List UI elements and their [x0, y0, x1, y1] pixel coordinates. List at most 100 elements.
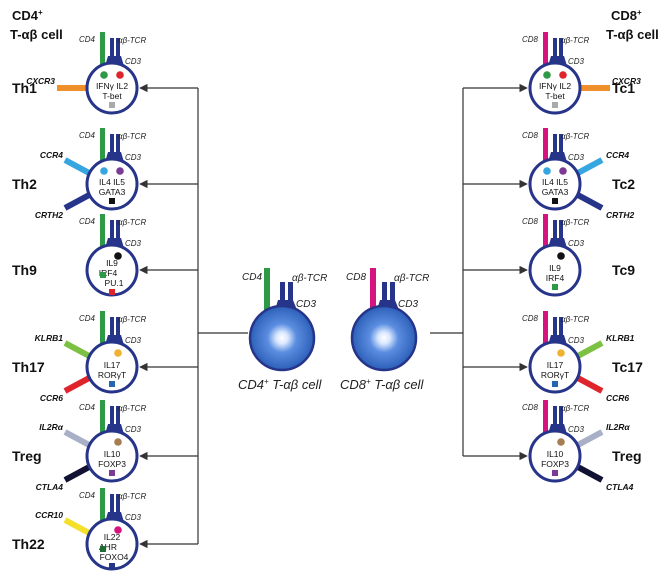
transcription-label: RORγT	[541, 370, 569, 380]
cell-body	[528, 243, 582, 297]
cd3-label: CD3	[125, 513, 142, 522]
cd3-label: CD3	[568, 425, 585, 434]
cytokine-dot	[114, 438, 122, 446]
tf-square	[552, 381, 558, 387]
center-cd4-caption: CD4+ T-αβ cell	[238, 377, 322, 392]
cd3-label: CD3	[125, 57, 142, 66]
transcription-label: IL17	[547, 360, 564, 370]
cytokine-dot	[543, 71, 551, 79]
transcription-label: FOXP3	[98, 459, 126, 469]
tf-square	[109, 198, 115, 204]
cxcr3-label: CXCR3	[612, 76, 641, 86]
transcription-label: IL9	[549, 263, 561, 273]
transcription-label: T-bet	[102, 91, 122, 101]
cytokine-dot	[116, 167, 124, 175]
cell-body	[528, 340, 582, 394]
cytokine-dot	[100, 167, 108, 175]
il2rα-marker-bar	[63, 429, 93, 449]
transcription-label: IL10	[104, 449, 121, 459]
subset-name: Tc9	[612, 262, 635, 278]
subset-name: Tc17	[612, 359, 643, 375]
left-header-sup: +	[38, 8, 43, 17]
cd3-label: CD3	[568, 57, 585, 66]
cd8-label: CD8	[522, 131, 539, 140]
subset-name: Th9	[12, 262, 37, 278]
cell-body	[85, 157, 139, 211]
tf-square	[552, 284, 558, 290]
center-cd4-tcr-label: αβ-TCR	[292, 273, 327, 284]
cell-body	[85, 340, 139, 394]
tf-square	[100, 546, 106, 552]
transcription-label: PU.1	[105, 278, 124, 288]
subset-name: Th22	[12, 536, 45, 552]
cell-body	[528, 429, 582, 483]
transcription-label: GATA3	[99, 187, 126, 197]
center-cd4-cell: CD4 αβ-TCR CD3 CD4+ T-αβ cell	[238, 268, 327, 392]
cd8-label: CD8	[522, 217, 539, 226]
tf-square	[552, 102, 558, 108]
cd4-label: CD4	[79, 35, 96, 44]
ccr4-label: CCR4	[40, 150, 63, 160]
svg-text:CD4+: CD4+	[12, 8, 43, 23]
cytokine-dot	[559, 167, 567, 175]
cytokine-dot	[557, 438, 565, 446]
cd4-bar	[100, 32, 105, 72]
transcription-label: IFNγ IL2	[539, 81, 571, 91]
center-cd8-bar	[370, 268, 376, 312]
tcr-label: αβ-TCR	[118, 132, 146, 141]
center-cd8-cell: CD8 αβ-TCR CD3 CD8+ T-αβ cell	[340, 268, 429, 392]
cd3-label: CD3	[568, 336, 585, 345]
center-cd8-caption: CD8+ T-αβ cell	[340, 377, 424, 392]
right-header-sup: +	[637, 8, 642, 17]
crth2-label: CRTH2	[606, 210, 634, 220]
right-header: CD8+ T-αβ cell	[606, 8, 659, 42]
il2r-label: IL2Rα	[39, 422, 63, 432]
center-cd4-cd3-label: CD3	[296, 299, 316, 310]
ctla4-marker-bar	[574, 463, 604, 483]
cell-body	[85, 61, 139, 115]
cd4-label: CD4	[79, 217, 96, 226]
il2r-label: IL2Rα	[606, 422, 630, 432]
crth2-marker-bar	[63, 191, 93, 211]
subset-name: Tc2	[612, 176, 635, 192]
ccr6-marker-bar	[63, 374, 93, 394]
svg-text:CD8+: CD8+	[611, 8, 642, 23]
tcr-label: αβ-TCR	[561, 132, 589, 141]
left-header: CD4+ T-αβ cell	[10, 8, 63, 42]
tcr-label: αβ-TCR	[118, 492, 146, 501]
connector-lines	[139, 83, 528, 549]
subset-name: Treg	[612, 448, 642, 464]
cd3-label: CD3	[125, 153, 142, 162]
cd8-bar	[543, 128, 548, 168]
subset-name: Th17	[12, 359, 45, 375]
ccr4-marker-bar	[574, 157, 604, 177]
cytokine-dot	[114, 526, 122, 534]
left-header-cd4: CD4	[12, 8, 39, 23]
cytokine-dot	[114, 252, 122, 260]
tf-square	[109, 563, 115, 569]
center-cd8-body	[350, 304, 418, 372]
cell-body	[528, 61, 582, 115]
ccr4-marker-bar	[63, 157, 93, 177]
cd4-bar	[100, 311, 105, 351]
tcr-label: αβ-TCR	[561, 218, 589, 227]
cytokine-dot	[559, 71, 567, 79]
cytokine-dot	[557, 252, 565, 260]
cd4-label: CD4	[79, 403, 96, 412]
tf-square	[552, 198, 558, 204]
ccr6-label: CCR6	[40, 393, 63, 403]
tcr-label: αβ-TCR	[118, 404, 146, 413]
cd8-label: CD8	[522, 403, 539, 412]
transcription-label: FOXO4	[100, 552, 129, 562]
left-header-line2: T-αβ cell	[10, 27, 63, 42]
cytokine-dot	[100, 71, 108, 79]
cd4-bar	[100, 128, 105, 168]
